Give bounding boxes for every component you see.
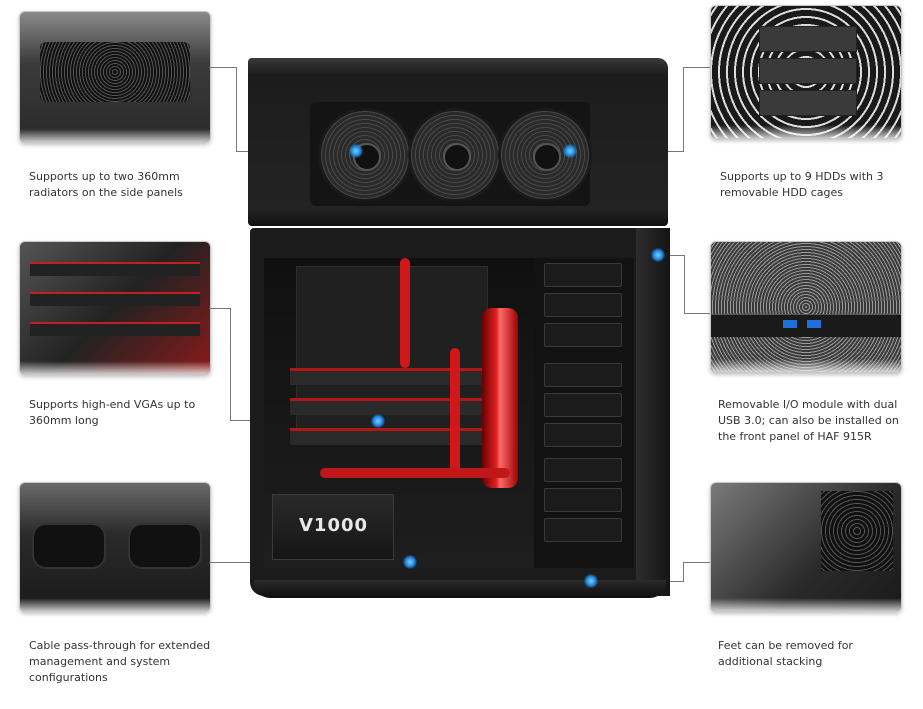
cable-passthrough-thumbnail[interactable] xyxy=(19,482,211,612)
connector-line xyxy=(683,67,684,151)
coolant-tube xyxy=(320,468,510,478)
fan-icon xyxy=(318,108,412,202)
drive-bay xyxy=(544,263,622,287)
hotspot-radiators[interactable] xyxy=(349,144,363,158)
drive-bay xyxy=(544,293,622,317)
hotspot-io[interactable] xyxy=(651,248,665,262)
gpu-card xyxy=(290,398,490,415)
hotspot-cable[interactable] xyxy=(403,555,417,569)
vga-caption: Supports high-end VGAs up to 360mm long xyxy=(29,398,196,427)
hotspot-hdd[interactable] xyxy=(563,144,577,158)
psu-label: V1000 xyxy=(299,515,369,536)
connector-line xyxy=(236,67,237,151)
io-caption: Removable I/O module with dual USB 3.0; … xyxy=(718,398,899,443)
gpu-card xyxy=(290,428,490,445)
connector-line xyxy=(684,313,710,314)
drive-bay xyxy=(544,363,622,387)
connector-line xyxy=(230,308,231,420)
drive-bay xyxy=(544,458,622,482)
coolant-reservoir xyxy=(482,308,518,488)
feet-thumbnail[interactable] xyxy=(710,482,902,612)
fan-icon xyxy=(498,108,592,202)
gpu-card xyxy=(290,368,490,385)
fan-icon xyxy=(408,108,502,202)
connector-line xyxy=(683,562,684,582)
radiator-panel-thumbnail[interactable] xyxy=(19,11,211,143)
hdd-cage-thumbnail[interactable] xyxy=(710,5,902,139)
hotspot-vga[interactable] xyxy=(371,414,385,428)
hdd-caption: Supports up to 9 HDDs with 3 removable H… xyxy=(720,170,884,199)
cable-caption: Cable pass-through for extended manageme… xyxy=(29,639,211,684)
connector-line xyxy=(683,562,710,563)
coolant-tube xyxy=(400,258,410,368)
vga-thumbnail[interactable] xyxy=(19,241,211,375)
coolant-tube xyxy=(450,348,460,478)
psu: V1000 xyxy=(272,494,394,560)
feet-caption: Feet can be removed for additional stack… xyxy=(718,639,853,668)
case-feet xyxy=(254,580,666,598)
connector-line xyxy=(658,255,684,256)
pc-case-image: V1000 xyxy=(248,58,672,598)
radiator-caption: Supports up to two 360mm radiators on th… xyxy=(29,170,183,199)
drive-bay xyxy=(544,518,622,542)
front-panel xyxy=(636,228,670,596)
connector-line xyxy=(684,255,685,313)
hotspot-feet[interactable] xyxy=(584,574,598,588)
connector-line xyxy=(209,308,231,309)
drive-bay xyxy=(544,393,622,417)
connector-line xyxy=(683,67,710,68)
drive-bay xyxy=(544,323,622,347)
connector-line xyxy=(209,67,237,68)
drive-bay xyxy=(544,423,622,447)
io-module-thumbnail[interactable] xyxy=(710,241,902,373)
drive-bay xyxy=(544,488,622,512)
top-radiator-housing xyxy=(248,58,668,226)
